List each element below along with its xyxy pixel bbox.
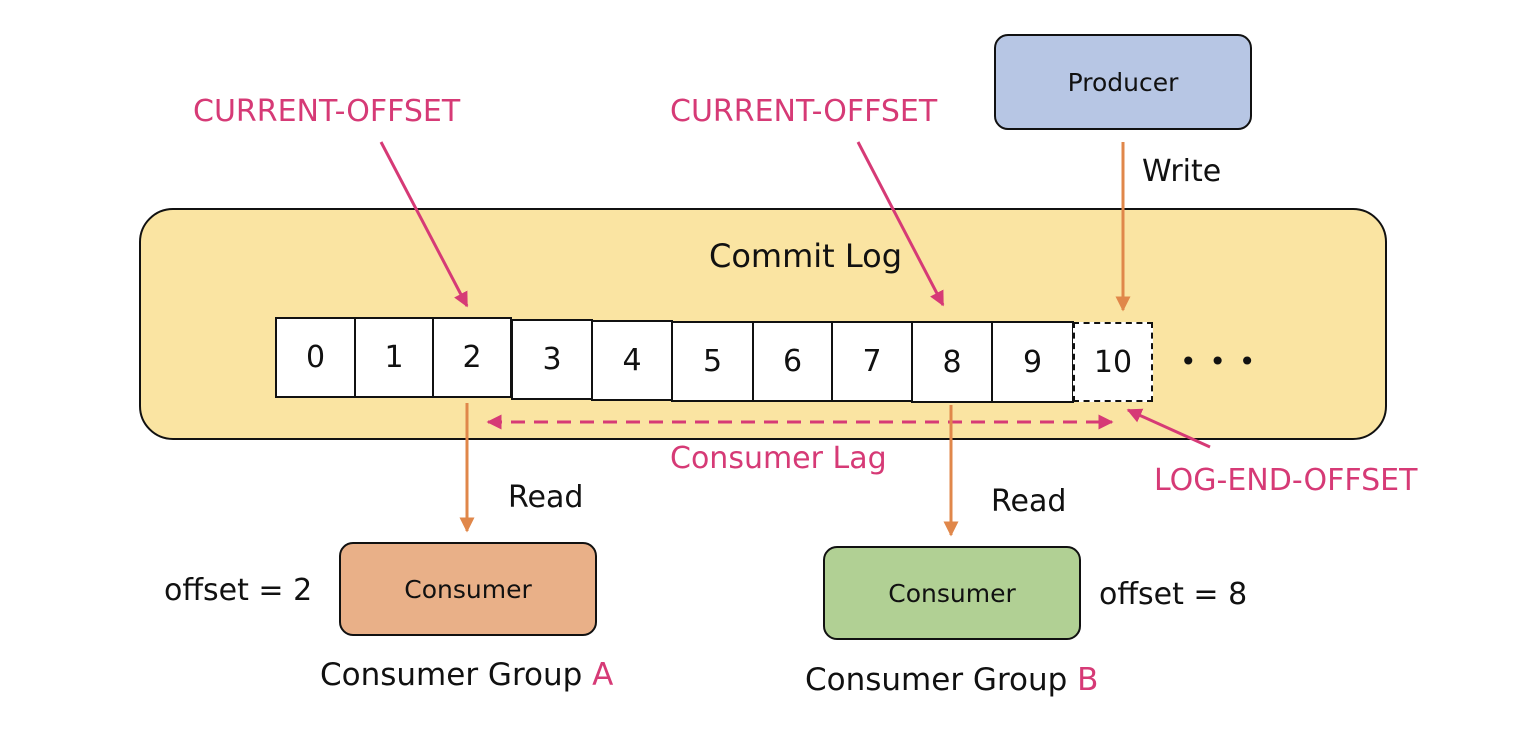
log-cell-1: 1 <box>354 317 434 398</box>
log-cell-7: 7 <box>831 321 913 402</box>
current-offset-label-b: CURRENT-OFFSET <box>670 94 938 129</box>
current-offset-arrow-a <box>379 141 469 308</box>
ellipsis: • • • <box>1180 345 1258 378</box>
log-end-offset-arrow <box>1126 408 1211 449</box>
consumer-group-a-name: Consumer Group <box>320 657 583 693</box>
consumer-box-b: Consumer <box>823 546 1081 640</box>
log-end-offset-label: LOG-END-OFFSET <box>1154 463 1418 498</box>
log-cell-8: 8 <box>911 321 993 403</box>
commit-log-title: Commit Log <box>709 237 903 275</box>
consumer-label-b: Consumer <box>888 578 1016 608</box>
consumer-label-a: Consumer <box>404 574 532 604</box>
consumer-group-b-name: Consumer Group <box>805 662 1068 698</box>
producer-label: Producer <box>1067 67 1179 97</box>
producer-box: Producer <box>994 34 1252 130</box>
log-cell-0: 0 <box>275 317 356 398</box>
consumer-group-b-title: Consumer Group B <box>805 665 1098 696</box>
current-offset-label-a: CURRENT-OFFSET <box>193 94 461 129</box>
consumer-group-a-title: Consumer Group A <box>320 660 613 691</box>
offset-label-a: offset = 2 <box>164 573 313 608</box>
consumer-lag-label: Consumer Lag <box>670 441 887 476</box>
log-cell-10: 10 <box>1073 322 1153 402</box>
offset-label-b: offset = 8 <box>1099 577 1248 612</box>
current-offset-arrow-b <box>856 141 945 307</box>
consumer-group-a-letter: A <box>592 657 614 693</box>
read-label-b: Read <box>991 484 1067 519</box>
consumer-group-b-letter: B <box>1077 662 1099 698</box>
write-label: Write <box>1142 154 1222 189</box>
consumer-box-a: Consumer <box>339 542 597 636</box>
read-label-a: Read <box>508 480 584 515</box>
